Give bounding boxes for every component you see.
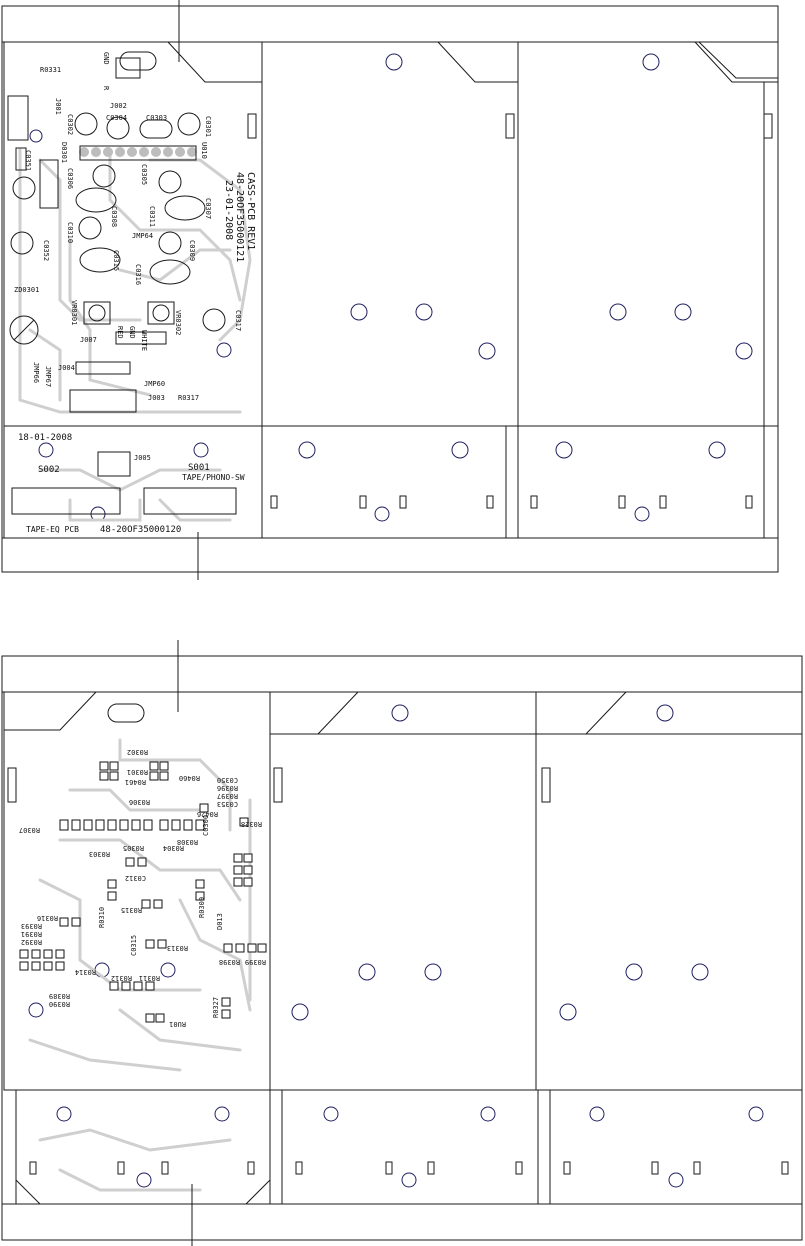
component-label: R0396 bbox=[217, 784, 238, 792]
component-label: R0328 bbox=[241, 820, 262, 828]
mounting-holes-bottom bbox=[28, 704, 764, 1188]
component-label: C0310 bbox=[66, 222, 74, 243]
component-label: R0327 bbox=[212, 997, 220, 1018]
component-label: C0304 bbox=[106, 114, 127, 122]
component-label: C0300 bbox=[202, 815, 210, 836]
component-label: R0460 bbox=[179, 774, 200, 782]
component-label: R0303 bbox=[89, 850, 110, 858]
component-label: R0391 bbox=[21, 930, 42, 938]
pin-label: RED bbox=[116, 326, 124, 339]
component-label: ZD0301 bbox=[14, 286, 39, 294]
component-label: JMP67 bbox=[44, 366, 52, 387]
header-pads bbox=[79, 147, 197, 157]
switch-label: TAPE/PHONO-SW bbox=[182, 473, 245, 482]
tape-pcb-label: TAPE-EQ PCB bbox=[26, 525, 79, 534]
pin-label: WHITE bbox=[140, 330, 148, 351]
component-label: C0308 bbox=[110, 206, 118, 227]
component-label: R0312 bbox=[111, 974, 132, 982]
component-label: R0309 bbox=[198, 897, 206, 918]
component-label: R0389 bbox=[49, 992, 70, 1000]
component-label: C0302 bbox=[66, 114, 74, 135]
component-label: VR0301 bbox=[70, 300, 78, 325]
component-label: R0313 bbox=[167, 944, 188, 952]
pin-label: GND bbox=[102, 52, 110, 65]
component-label: JMP64 bbox=[132, 232, 153, 240]
component-label: C0307 bbox=[204, 198, 212, 219]
rev-part-number: 48-20OF35000121 bbox=[234, 172, 245, 262]
component-label: RU01 bbox=[169, 1020, 186, 1028]
component-label: J002 bbox=[110, 102, 127, 110]
component-label: R0304 bbox=[163, 844, 184, 852]
component-label: R0307 bbox=[19, 826, 40, 834]
component-label: JMP66 bbox=[32, 362, 40, 383]
mounting-holes bbox=[29, 53, 753, 522]
component-label: J003 bbox=[148, 394, 165, 402]
smd-components bbox=[19, 761, 267, 1023]
switch-label: S001 bbox=[188, 463, 210, 473]
component-label: C0350 bbox=[217, 776, 238, 784]
component-label: R0461 bbox=[125, 778, 146, 786]
pin-label: R bbox=[102, 86, 110, 91]
component-label: R0393 bbox=[21, 922, 42, 930]
component-label: R0310 bbox=[98, 907, 106, 928]
top-board: CASS-PCB REV1 48-20OF35000121 23-01-2008… bbox=[1, 0, 779, 580]
component-label: C0303 bbox=[146, 114, 167, 122]
component-label: R0311 bbox=[139, 974, 160, 982]
component-label: VR0302 bbox=[174, 310, 182, 335]
component-label: J004 bbox=[58, 364, 75, 372]
component-label: C0351 bbox=[24, 150, 32, 171]
component-label: C0317 bbox=[234, 310, 242, 331]
component-label: U010 bbox=[200, 142, 208, 159]
component-label: R0305 bbox=[123, 844, 144, 852]
component-label: R0390 bbox=[49, 1000, 70, 1008]
component-label: R0314 bbox=[75, 968, 96, 976]
component-label: C0312 bbox=[125, 874, 146, 882]
component-label: C0305 bbox=[140, 164, 148, 185]
component-label: JMP60 bbox=[144, 380, 165, 388]
component-label: R0317 bbox=[178, 394, 199, 402]
copper-traces-bottom bbox=[28, 738, 252, 1192]
component-label: C0352 bbox=[42, 240, 50, 261]
component-label: D013 bbox=[216, 913, 224, 930]
component-label: R0301 bbox=[127, 768, 148, 776]
component-label: R0306 bbox=[129, 798, 150, 806]
component-label: J007 bbox=[80, 336, 97, 344]
component-label: C0311 bbox=[148, 206, 156, 227]
component-label: C0315 bbox=[112, 250, 120, 271]
component-label: R0316 bbox=[37, 914, 58, 922]
rev-title: CASS-PCB REV1 bbox=[245, 172, 256, 250]
component-label: R0331 bbox=[40, 66, 61, 74]
bottom-board-outline bbox=[1, 655, 803, 1241]
capacitors bbox=[9, 112, 226, 345]
top-board-outline bbox=[1, 5, 779, 573]
component-label: R0392 bbox=[21, 938, 42, 946]
switch-label: S002 bbox=[38, 465, 60, 475]
component-label: R0302 bbox=[127, 748, 148, 756]
tape-pcb-number: 48-20OF35000120 bbox=[100, 525, 181, 535]
component-label: R0398 bbox=[219, 958, 240, 966]
component-label: J001 bbox=[54, 98, 62, 115]
rev-date: 23-01-2008 bbox=[223, 180, 234, 240]
component-label: R0308 bbox=[177, 838, 198, 846]
rev-block: CASS-PCB REV1 48-20OF35000121 23-01-2008 bbox=[223, 172, 256, 262]
component-label: C0309 bbox=[188, 240, 196, 261]
component-label: C0353 bbox=[217, 800, 238, 808]
component-label: R0426 bbox=[197, 810, 218, 818]
component-label: C0306 bbox=[66, 168, 74, 189]
pin-label: GND bbox=[128, 326, 136, 339]
component-label: R0397 bbox=[217, 792, 238, 800]
bottom-board: R0302 R0301 R0461 R0460 R0306 C0350 R039… bbox=[1, 640, 803, 1246]
component-label: R0399 bbox=[245, 958, 266, 966]
switch-label: J005 bbox=[134, 454, 151, 462]
component-label: D0301 bbox=[60, 142, 68, 163]
tape-pcb-date: 18-01-2008 bbox=[18, 433, 72, 443]
component-label: R0315 bbox=[121, 906, 142, 914]
component-label: C0316 bbox=[134, 264, 142, 285]
component-labels-top: R0331 J001 J002 C0304 C0303 C0301 C0302 … bbox=[14, 66, 242, 402]
component-labels-bottom: R0302 R0301 R0461 R0460 R0306 C0350 R039… bbox=[19, 748, 266, 1028]
component-label: C0315 bbox=[130, 935, 138, 956]
component-label: C0301 bbox=[204, 116, 212, 137]
